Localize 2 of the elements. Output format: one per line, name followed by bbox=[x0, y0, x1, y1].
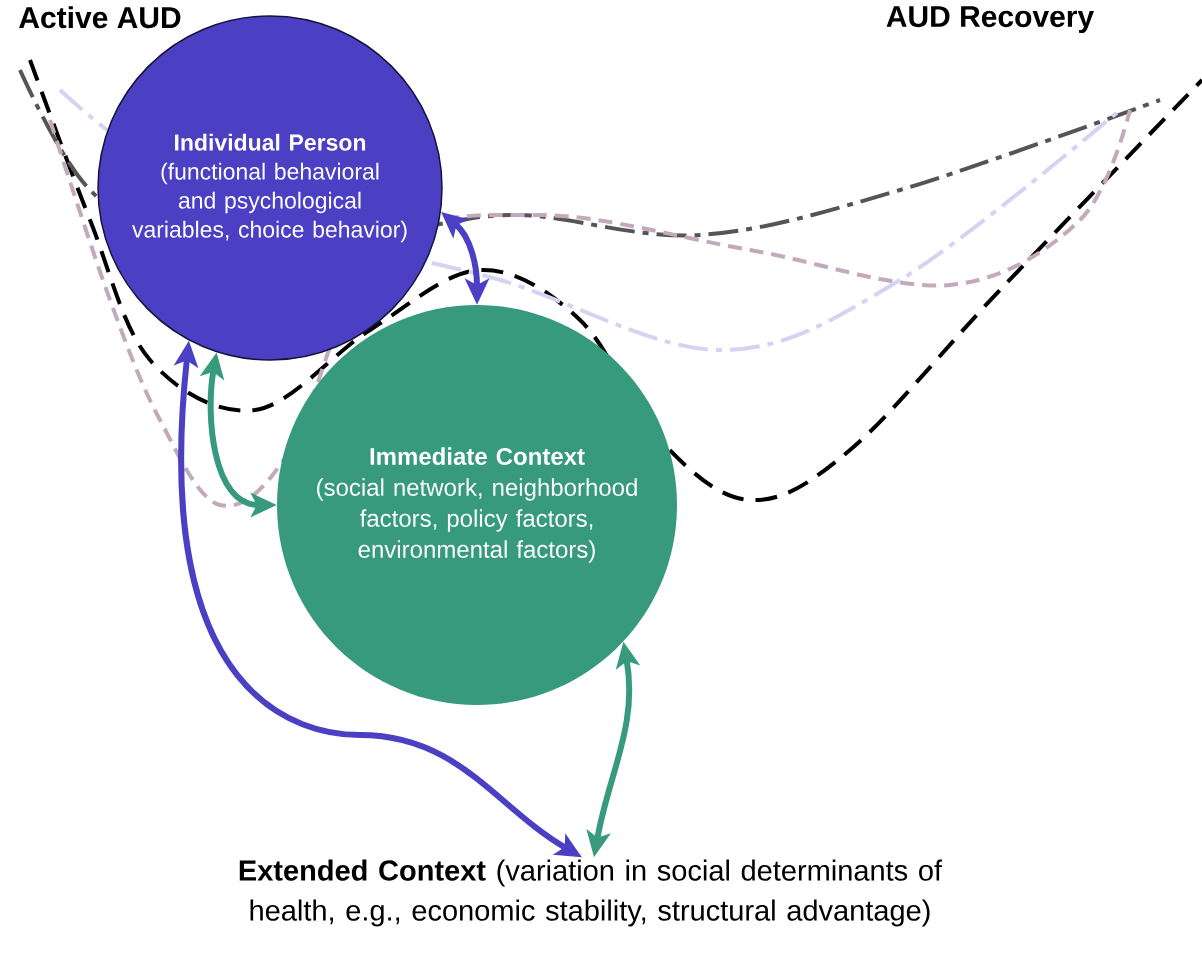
context-text: Extended Context (variation in social determinants of health, e.g., economic stability, structural advantage) bbox=[239, 859, 943, 927]
heading-label: AUD Recovery bbox=[886, 6, 1094, 34]
